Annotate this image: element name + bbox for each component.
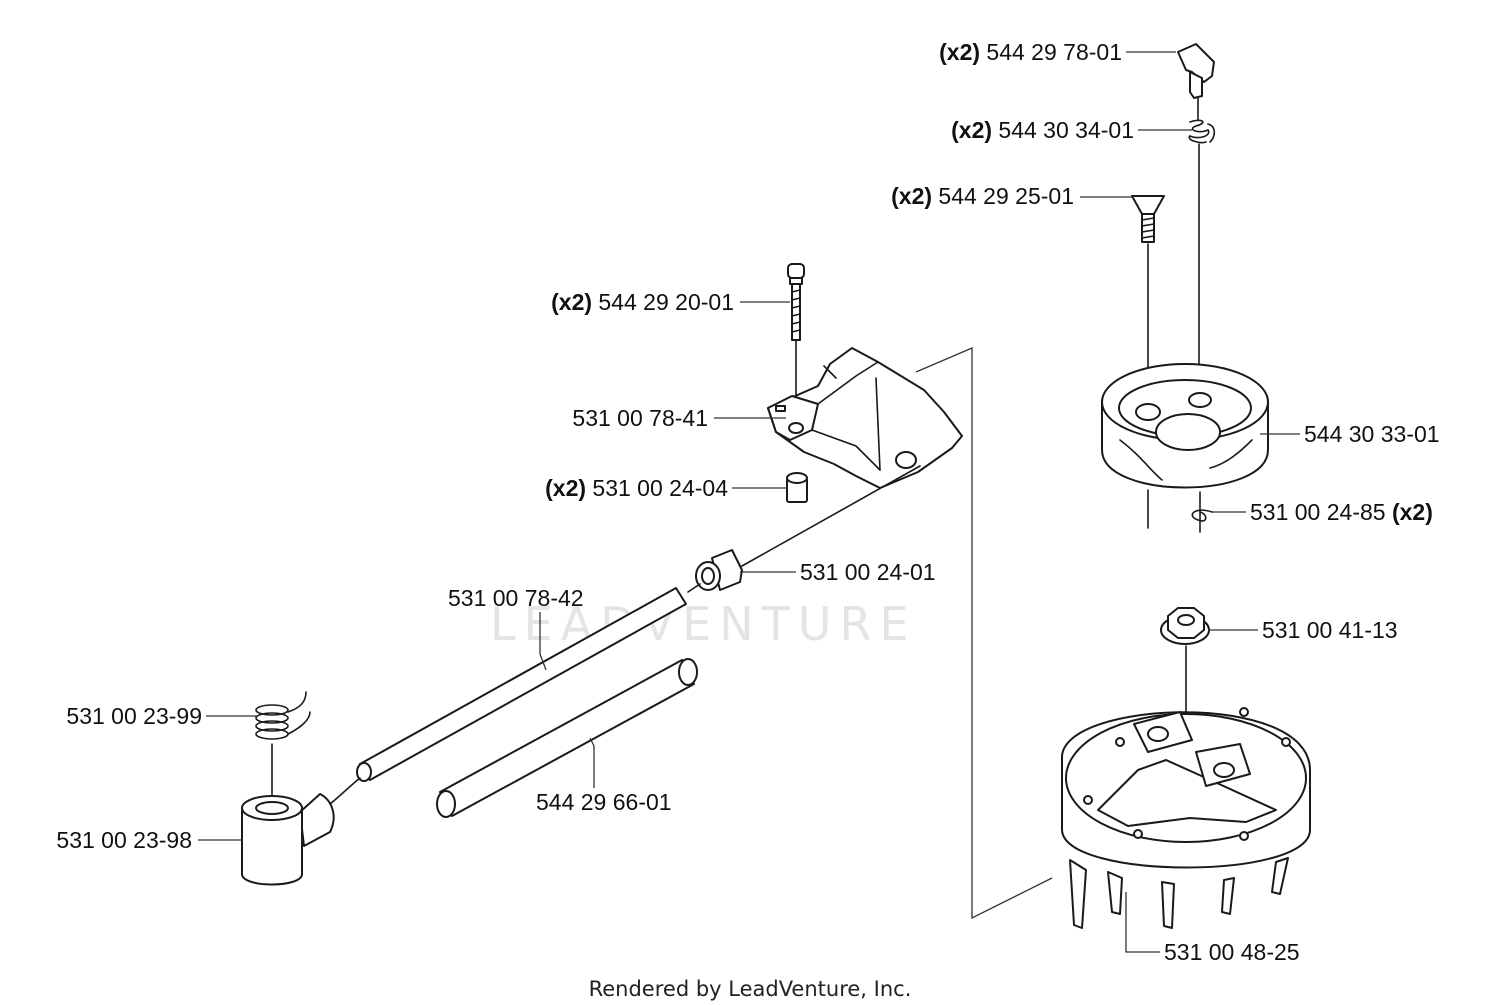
watermark: LEADVENTURE bbox=[490, 597, 917, 651]
housing-part[interactable] bbox=[767, 347, 963, 489]
coil-spring-part[interactable] bbox=[255, 691, 311, 797]
flywheel-part[interactable] bbox=[1060, 707, 1311, 929]
callout-nut: 531 00 41-13 bbox=[1262, 617, 1398, 643]
lower-tube-part[interactable] bbox=[436, 658, 698, 818]
long-screw-part[interactable] bbox=[787, 263, 805, 421]
nut-part[interactable] bbox=[1160, 607, 1210, 743]
footer-credit: Rendered by LeadVenture, Inc. bbox=[589, 977, 912, 1001]
callout-lever: (x2) 544 29 78-01 bbox=[939, 39, 1122, 65]
assembly-bracket bbox=[915, 347, 1053, 920]
small-spring-part[interactable] bbox=[1188, 119, 1216, 395]
upper-tube-part[interactable] bbox=[356, 583, 701, 782]
callout-upper-tube: 531 00 78-42 bbox=[448, 585, 584, 611]
leader-lines bbox=[198, 51, 1300, 953]
lever-part[interactable] bbox=[1177, 43, 1215, 121]
bushing-part[interactable] bbox=[695, 465, 921, 591]
callout-lower-tube: 544 29 66-01 bbox=[536, 789, 672, 815]
callout-bushing: 531 00 24-01 bbox=[800, 559, 936, 585]
callout-clip: 531 00 24-85 (x2) bbox=[1250, 499, 1433, 525]
callout-housing: 531 00 78-41 bbox=[572, 405, 708, 431]
callout-flywheel: 531 00 48-25 bbox=[1164, 939, 1300, 965]
pawl-carrier-part[interactable] bbox=[1101, 363, 1269, 533]
callout-small-spring: (x2) 544 30 34-01 bbox=[951, 117, 1134, 143]
sleeve-part[interactable] bbox=[786, 472, 808, 503]
clip-part[interactable] bbox=[1191, 509, 1213, 522]
callout-countersunk-screw: (x2) 544 29 25-01 bbox=[891, 183, 1074, 209]
callout-sleeve: (x2) 531 00 24-04 bbox=[545, 475, 728, 501]
callout-holder: 531 00 23-98 bbox=[56, 827, 192, 853]
holder-part[interactable] bbox=[241, 777, 361, 886]
callout-long-screw: (x2) 544 29 20-01 bbox=[551, 289, 734, 315]
callout-pawl-carrier: 544 30 33-01 bbox=[1304, 421, 1440, 447]
callout-coil-spring: 531 00 23-99 bbox=[66, 703, 202, 729]
